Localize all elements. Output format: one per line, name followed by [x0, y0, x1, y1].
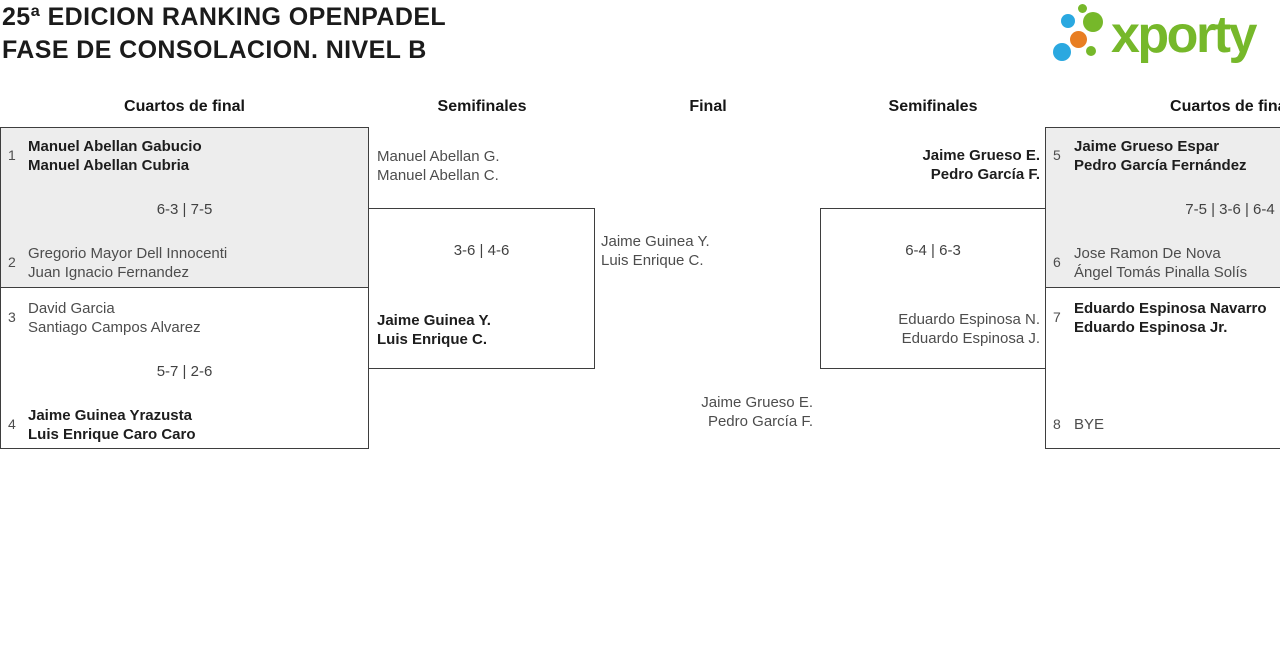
page-title-line1: 25ª EDICION RANKING OPENPADEL	[2, 3, 447, 31]
seed-number: 8	[1053, 416, 1061, 432]
logo-dot-icon	[1070, 31, 1087, 48]
logo-dot-icon	[1078, 4, 1087, 13]
match-score: 7-5 | 3-6 | 6-4	[1185, 201, 1275, 218]
seed-number: 2	[8, 254, 16, 270]
team-name: Gregorio Mayor Dell Innocenti Juan Ignac…	[28, 245, 228, 281]
seed-number: 5	[1053, 147, 1061, 163]
team-name: Jose Ramon De Nova Ángel Tomás Pinalla S…	[1074, 245, 1248, 281]
round-header-right-semifinals: Semifinales	[888, 98, 978, 115]
team-name: Jaime Grueso Espar Pedro García Fernánde…	[1074, 138, 1247, 174]
seed-number: 4	[8, 416, 16, 432]
match-score: 5-7 | 2-6	[156, 363, 213, 380]
team-name: Jaime Guinea Y. Luis Enrique C.	[377, 312, 491, 348]
seed-number: 6	[1053, 254, 1061, 270]
logo-dot-icon	[1083, 12, 1103, 32]
team-name: Jaime Grueso E. Pedro García F.	[701, 394, 813, 430]
logo-dot-icon	[1061, 14, 1075, 28]
logo-dot-icon	[1053, 43, 1071, 61]
team-name: Jaime Grueso E. Pedro García F.	[922, 147, 1040, 183]
match-score: 6-3 | 7-5	[156, 201, 213, 218]
round-header-left-semifinals: Semifinales	[437, 98, 527, 115]
team-name: Jaime Guinea Yrazusta Luis Enrique Caro …	[28, 407, 196, 443]
match-score: 3-6 | 4-6	[453, 242, 510, 259]
match-box-sf-right	[820, 208, 1046, 369]
team-name-bye: BYE	[1074, 416, 1105, 433]
team-name: Eduardo Espinosa Navarro Eduardo Espinos…	[1074, 300, 1267, 336]
team-name: Eduardo Espinosa N. Eduardo Espinosa J.	[898, 311, 1040, 347]
match-box-qf-left-top	[0, 127, 369, 288]
round-header-final: Final	[689, 98, 727, 115]
match-box-qf-right-top	[1045, 127, 1280, 288]
match-box-qf-right-bottom	[1045, 287, 1280, 449]
logo-wordmark: xporty	[1111, 6, 1257, 64]
page-title: 25ª EDICION RANKING OPENPADEL FASE DE CO…	[2, 1, 446, 67]
team-name: Manuel Abellan Gabucio Manuel Abellan Cu…	[28, 138, 202, 174]
match-box-qf-left-bottom	[0, 287, 369, 449]
round-header-left-quarterfinals: Cuartos de final	[124, 98, 245, 115]
team-name: Jaime Guinea Y. Luis Enrique C.	[601, 233, 710, 269]
seed-number: 1	[8, 147, 16, 163]
round-header-right-quarterfinals: Cuartos de final	[1170, 98, 1280, 115]
seed-number: 3	[8, 309, 16, 325]
match-box-sf-left	[368, 208, 595, 369]
team-name: Manuel Abellan G. Manuel Abellan C.	[377, 148, 500, 184]
team-name: David Garcia Santiago Campos Alvarez	[28, 300, 201, 336]
seed-number: 7	[1053, 309, 1061, 325]
match-score: 6-4 | 6-3	[905, 242, 961, 259]
page-title-line2: FASE DE CONSOLACION. NIVEL B	[2, 36, 427, 64]
logo-dot-icon	[1086, 46, 1096, 56]
